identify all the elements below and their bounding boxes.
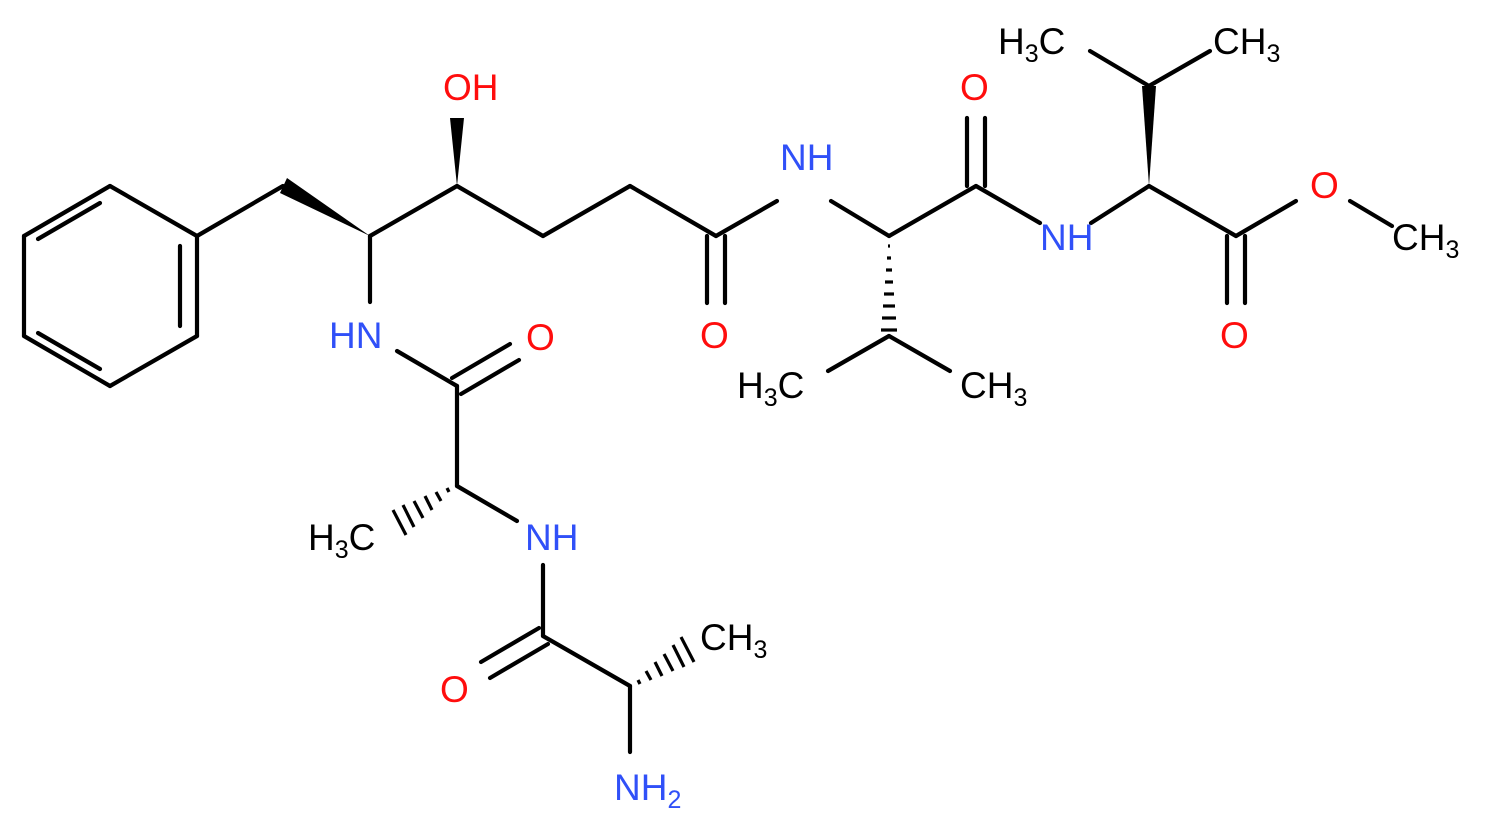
bond (627, 183, 719, 239)
ring-bond (21, 333, 113, 389)
hash-bond (391, 509, 408, 536)
bond (825, 333, 892, 374)
amine-label: NH (780, 137, 833, 178)
bond (1088, 183, 1152, 226)
hash-bond (679, 636, 696, 663)
wedge-bonds (280, 86, 1156, 236)
methyl-label: H3C (308, 517, 375, 564)
wedge-bond (280, 178, 370, 236)
bond (1347, 198, 1395, 229)
hash-bond (653, 661, 664, 677)
bond (454, 183, 546, 239)
bond (886, 183, 979, 239)
oxygen-label: O (440, 669, 469, 710)
hash-bond (412, 500, 425, 519)
bond (1146, 48, 1213, 89)
bond (1146, 183, 1239, 239)
backbone-bonds (194, 48, 1395, 755)
oxygen-label: O (960, 67, 989, 108)
bond (394, 348, 460, 389)
ring-inner-bond (35, 330, 103, 372)
oxygen-label: O (526, 317, 555, 358)
carbonyl-bond (449, 341, 513, 381)
bond (454, 483, 520, 524)
hash-bond (644, 670, 653, 681)
methyl-label: H3C (998, 21, 1065, 68)
methyl-label: CH3 (700, 617, 767, 664)
bond (194, 183, 286, 239)
bond (1087, 48, 1152, 89)
hydroxyl-label: OH (443, 67, 499, 108)
bond (713, 198, 780, 239)
ring-bond (107, 183, 200, 239)
hashed-bonds (391, 244, 897, 685)
oxygen-label: O (700, 315, 729, 356)
amine-label: HN (329, 315, 382, 356)
bond (1233, 198, 1299, 239)
hash-bond (434, 491, 443, 502)
ring-inner-bond (35, 200, 103, 242)
bond (828, 198, 892, 239)
primary-amine-label: NH2 (614, 767, 681, 814)
hash-bond (636, 679, 642, 685)
bond (886, 333, 953, 374)
hash-bond (401, 504, 416, 528)
amine-label: NH (525, 517, 578, 558)
hash-bond (445, 487, 451, 493)
methyl-label: H3C (737, 365, 804, 412)
carbonyl-bond (478, 625, 542, 665)
wedge-bond (1142, 86, 1156, 186)
ester-oxygen-label: O (1310, 165, 1339, 206)
oxygen-label: O (1220, 315, 1249, 356)
bond (540, 183, 633, 239)
hash-bond (423, 495, 434, 511)
bond (540, 633, 633, 689)
benzene-ring (21, 183, 200, 389)
double-bonds (449, 115, 1248, 681)
ring-bond (107, 333, 200, 389)
hash-bond (662, 653, 675, 672)
bond (973, 183, 1043, 226)
methyl-label: CH3 (1213, 21, 1280, 68)
atom-labels: OH O O O O O O HN NH NH NH NH2 H3C CH3 C… (308, 21, 1459, 814)
carbonyl-bond (458, 357, 522, 397)
wedge-bond (450, 118, 464, 186)
amine-label: NH (1040, 217, 1093, 258)
ring-bond (21, 183, 113, 239)
carbonyl-bond (487, 641, 551, 681)
bond (367, 183, 460, 239)
methyl-label: CH3 (960, 365, 1027, 412)
hash-bond (671, 644, 686, 668)
methyl-label: CH3 (1392, 217, 1459, 264)
